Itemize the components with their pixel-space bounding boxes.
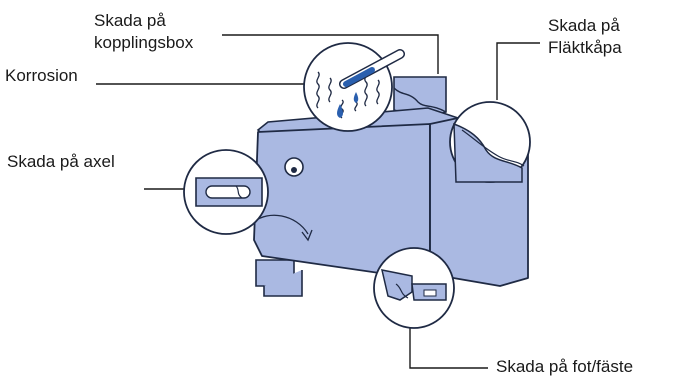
label-fan-cover-damage: Skada på Fläktkåpa (548, 15, 622, 59)
foot-circle (373, 247, 455, 329)
label-corrosion: Korrosion (5, 66, 78, 85)
corrosion-circle (303, 42, 405, 132)
label-junction-line2: kopplingsbox (94, 33, 194, 52)
fan-cover-circle (449, 101, 531, 183)
junction-box (393, 76, 447, 119)
label-fan-line1: Skada på (548, 16, 620, 35)
shaft-circle (183, 149, 269, 235)
label-fan-line2: Fläktkåpa (548, 38, 622, 57)
label-junction-box-damage: Skada på kopplingsbox (94, 10, 193, 54)
motor-foot-left (255, 259, 303, 297)
water-drop-icon (337, 104, 343, 118)
leader-lines (96, 34, 540, 369)
label-junction-line1: Skada på (94, 11, 166, 30)
leader-line-fot (409, 322, 488, 369)
label-foot-damage: Skada på fot/fäste (496, 357, 634, 376)
label-shaft-damage: Skada på axel (7, 152, 115, 171)
leader-line-koppling (222, 34, 439, 74)
leader-line-flakt (496, 42, 540, 100)
